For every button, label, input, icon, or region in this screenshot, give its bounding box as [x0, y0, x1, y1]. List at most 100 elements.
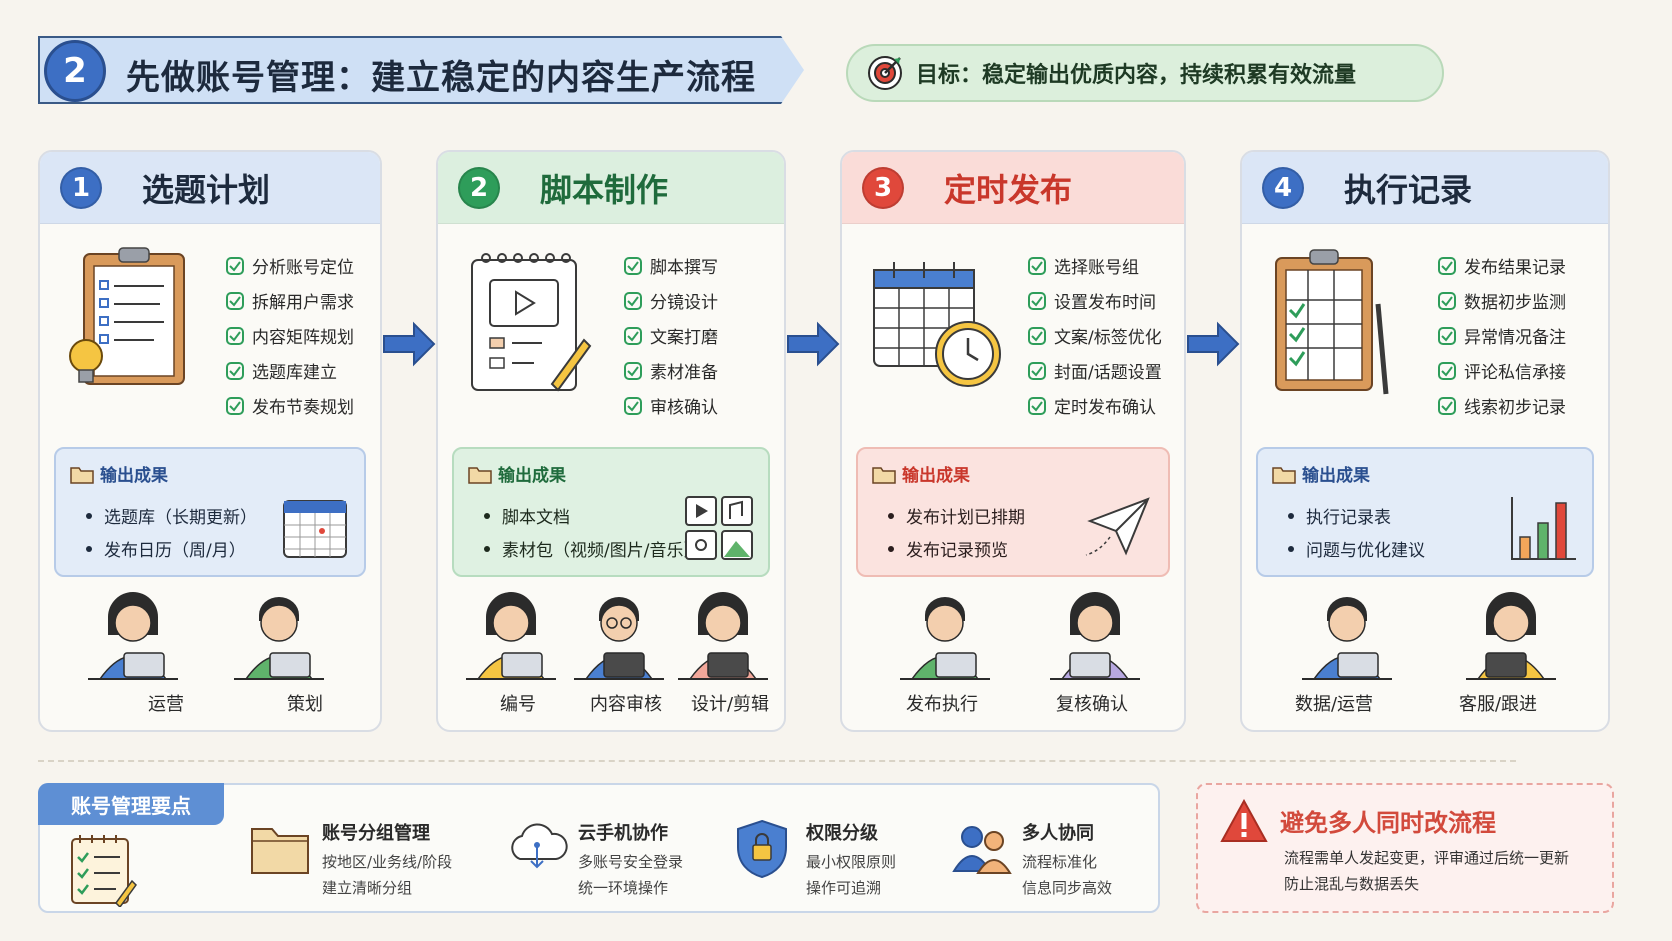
step-header: 1 选题计划	[40, 152, 380, 224]
check-icon	[624, 256, 642, 275]
role-label: 编号	[500, 694, 536, 715]
step-card-3: 3 定时发布 选择账号组 设置发布时间 文案/标签优化 封面/话题设置 定时发布…	[840, 150, 1186, 732]
checklist-item: 定时发布确认	[1028, 388, 1162, 423]
step-card-2: 2 脚本制作 脚本撰写 分镜设计 文案打磨 素材准备 审核确认 输出成果 脚本文…	[436, 150, 786, 732]
step-header: 3 定时发布	[842, 152, 1184, 224]
checklist-item: 文案打磨	[624, 318, 718, 353]
checklist-item: 评论私信承接	[1438, 353, 1566, 388]
checker-avatar-icon	[1050, 592, 1140, 680]
checklist-item: 分析账号定位	[226, 248, 354, 283]
flow-arrow-icon	[787, 321, 840, 367]
point-desc: 最小权限原则	[806, 853, 897, 871]
output-list: 发布计划已排期 发布记录预览	[888, 499, 1025, 565]
check-icon	[1438, 291, 1456, 310]
task-checklist: 分析账号定位 拆解用户需求 内容矩阵规划 选题库建立 发布节奏规划	[226, 248, 354, 423]
point-desc: 流程标准化	[1022, 853, 1098, 871]
output-box: 输出成果 发布计划已排期 发布记录预览	[856, 447, 1170, 577]
role-label: 数据/运营	[1294, 694, 1374, 715]
folder-icon	[251, 828, 309, 874]
check-icon	[1438, 361, 1456, 380]
output-item: 问题与优化建议	[1288, 532, 1425, 565]
support-agent-avatar-icon	[1466, 592, 1556, 680]
task-checklist: 发布结果记录 数据初步监测 异常情况备注 评论私信承接 线索初步记录	[1438, 248, 1566, 423]
checklist-item: 选题库建立	[226, 353, 354, 388]
point-title: 权限分级	[806, 823, 878, 844]
checklist-item: 异常情况备注	[1438, 318, 1566, 353]
checklist-item: 发布结果记录	[1438, 248, 1566, 283]
check-icon	[226, 256, 244, 275]
reviewer-avatar-icon	[574, 597, 664, 680]
folder-icon	[70, 466, 94, 484]
team-roles	[856, 587, 1170, 692]
output-box: 输出成果 脚本文档 素材包（视频/图片/音乐）	[452, 447, 770, 577]
point-title: 多人协同	[1022, 823, 1094, 844]
media-files-icon	[685, 496, 753, 560]
point-permission-levels: 权限分级 最小权限原则 操作可追溯	[734, 809, 944, 899]
checklist-item: 分镜设计	[624, 283, 718, 318]
role-label: 发布执行	[906, 694, 978, 715]
goal-pill: 目标：稳定输出优质内容，持续积累有效流量	[846, 44, 1444, 102]
check-icon	[624, 361, 642, 380]
point-desc: 操作可追溯	[806, 879, 882, 897]
target-icon	[868, 56, 902, 90]
checklist-item: 文案/标签优化	[1028, 318, 1162, 353]
folder-icon	[872, 466, 896, 484]
point-cloud-phone: 云手机协作 多账号安全登录 统一环境操作	[506, 809, 736, 899]
warning-icon	[1220, 799, 1268, 842]
section-number-badge: 2	[44, 40, 106, 102]
checklist-item: 封面/话题设置	[1028, 353, 1162, 388]
key-points-tag: 账号管理要点	[38, 783, 224, 825]
step-number: 3	[862, 166, 904, 209]
point-title: 云手机协作	[578, 823, 668, 844]
output-item: 选题库（长期更新）	[86, 499, 257, 532]
step-card-1: 1 选题计划 分析账号定位 拆解用户需求 内容矩阵规划 选题库建立 发布节奏规划…	[38, 150, 382, 732]
team-roles	[54, 587, 366, 692]
editor-avatar-icon	[466, 592, 556, 680]
data-analyst-avatar-icon	[1302, 597, 1392, 680]
point-desc: 多账号安全登录	[578, 853, 684, 871]
check-icon	[1438, 326, 1456, 345]
page-title: 先做账号管理：建立稳定的内容生产流程	[126, 58, 756, 98]
step-title: 执行记录	[1344, 170, 1473, 209]
warning-box: 避免多人同时改流程 流程需单人发起变更，评审通过后统一更新 防止混乱与数据丢失	[1196, 783, 1614, 913]
check-icon	[624, 291, 642, 310]
step-header: 2 脚本制作	[438, 152, 784, 224]
checklist-item: 选择账号组	[1028, 248, 1162, 283]
calendar-clock-icon	[873, 262, 1001, 387]
warning-title: 避免多人同时改流程	[1280, 809, 1496, 837]
title-banner	[38, 36, 804, 104]
step-number: 1	[60, 166, 102, 209]
checklist-clipboard-icon	[1275, 249, 1389, 395]
role-label: 复核确认	[1056, 694, 1128, 715]
bar-chart-icon	[1511, 497, 1576, 560]
role-label: 内容审核	[590, 694, 662, 715]
point-desc: 统一环境操作	[578, 879, 669, 897]
output-item: 发布记录预览	[888, 532, 1025, 565]
step-title: 脚本制作	[540, 170, 669, 209]
check-icon	[1028, 291, 1046, 310]
checklist-item: 数据初步监测	[1438, 283, 1566, 318]
step-number: 4	[1262, 166, 1304, 209]
key-points-box: 账号管理要点 账号分组管理 按地区/业务线/阶段 建立清晰分组 云手机协作 多账…	[38, 783, 1160, 913]
checklist-notepad-icon	[71, 835, 137, 907]
check-icon	[1028, 361, 1046, 380]
output-list: 执行记录表 问题与优化建议	[1288, 499, 1425, 565]
check-icon	[1028, 256, 1046, 275]
check-icon	[624, 326, 642, 345]
step-number: 2	[458, 166, 500, 209]
task-checklist: 选择账号组 设置发布时间 文案/标签优化 封面/话题设置 定时发布确认	[1028, 248, 1162, 423]
paper-plane-icon	[1085, 497, 1150, 556]
script-notebook-icon	[471, 253, 592, 392]
point-desc: 信息同步高效	[1022, 879, 1113, 897]
output-box: 输出成果 选题库（长期更新） 发布日历（周/月）	[54, 447, 366, 577]
output-title: 输出成果	[1302, 466, 1370, 486]
flow-arrow-icon	[1187, 321, 1240, 367]
output-title: 输出成果	[902, 466, 970, 486]
planner-avatar-icon	[234, 597, 324, 680]
point-title: 账号分组管理	[322, 823, 430, 844]
role-label: 客服/跟进	[1458, 694, 1538, 715]
output-item: 发布计划已排期	[888, 499, 1025, 532]
step-card-4: 4 执行记录 发布结果记录 数据初步监测 异常情况备注 评论私信承接 线索初步记…	[1240, 150, 1610, 732]
step-title: 选题计划	[142, 170, 271, 209]
output-item: 发布日历（周/月）	[86, 532, 257, 565]
